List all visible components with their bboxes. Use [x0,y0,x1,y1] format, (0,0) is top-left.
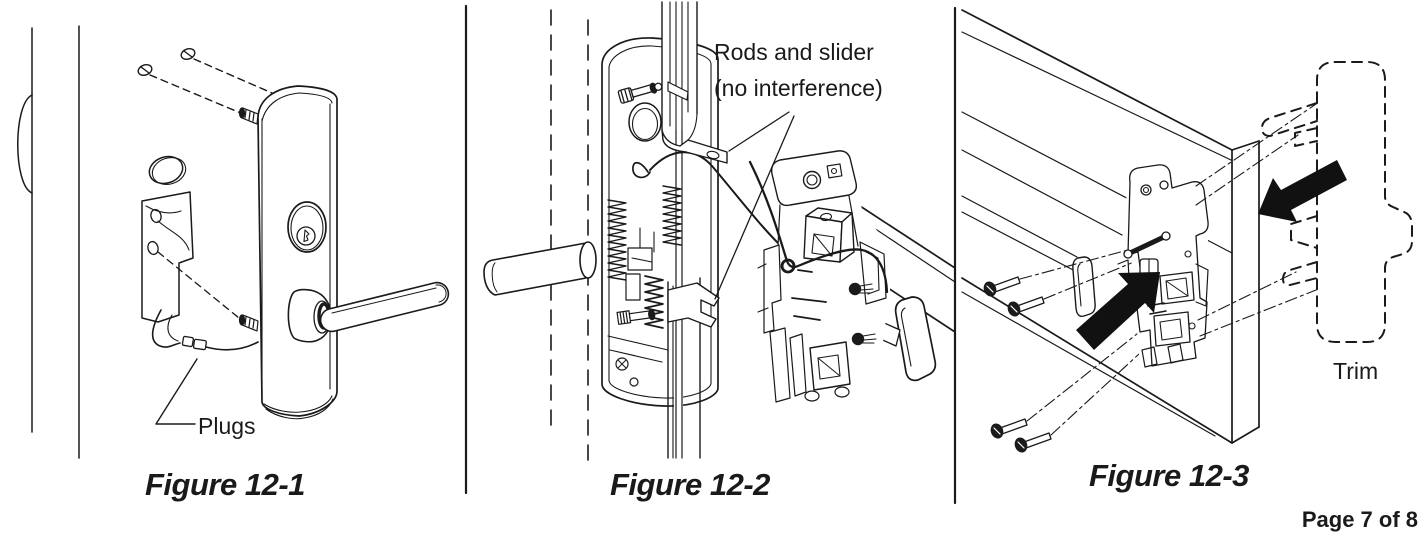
coil-spring-center [644,275,664,329]
mounting-screws-isometric [983,249,1153,453]
trim-studs [238,107,259,332]
lever-handle-left [483,241,597,296]
figure-12-2-drawing [483,1,956,461]
chassis-wire [748,160,889,294]
figure-12-3-drawing [961,9,1413,453]
plugs-leader-line [155,358,198,425]
slider-bottom [667,277,720,459]
plugs-label: Plugs [198,413,256,439]
lever-trim [238,85,450,420]
screw-alignment-lines [1019,249,1153,436]
chassis-assembly [748,148,890,412]
door-edge [17,25,80,459]
figure-caption-12-3: Figure 12-3 [1089,458,1249,493]
trim-ghost-outline [1261,61,1413,343]
door-hole [148,155,187,185]
coil-spring-right [662,185,682,246]
trim-alignment-lines [1195,103,1317,337]
arrow-toward-chassis [1076,272,1160,350]
door-channel [961,111,1233,318]
connecting-wire [649,151,784,249]
figure-caption-12-1: Figure 12-1 [145,467,305,502]
door-edge-dashed [550,9,589,461]
direction-arrows [1076,160,1347,350]
rods-slider-label: Rods and slider (no interference) [714,34,883,106]
figure-12-1-drawing [17,25,450,459]
mounting-screws [137,48,273,115]
chassis-on-door [1117,160,1212,368]
push-bar [859,205,956,382]
rods-slider-label-line1: Rods and slider [714,39,874,65]
trim-label: Trim [1333,358,1379,384]
coil-spring-left [607,199,627,281]
figure-caption-12-2: Figure 12-2 [610,467,770,502]
arrow-toward-door [1258,160,1347,222]
rods-slider-leader-lines [714,111,795,300]
rods-slider-label-line2: (no interference) [714,75,883,101]
door-isometric [961,9,1260,444]
mounting-plate [141,191,240,323]
key-cylinder [287,201,327,253]
page-number: Page 7 of 8 [1301,507,1418,532]
slider-top [661,1,728,164]
springs-and-internals [607,151,784,387]
wire-and-plugs [151,309,259,351]
mounting-screw-angled [617,82,663,104]
lever-handle [287,281,450,343]
